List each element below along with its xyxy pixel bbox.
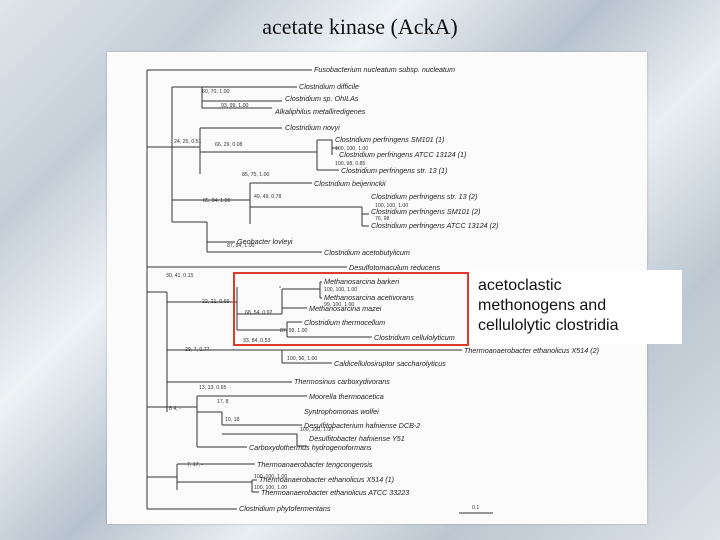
slide-title: acetate kinase (AckA) — [262, 14, 458, 39]
support-value: 22, 21, 0.66 — [202, 299, 230, 305]
taxon-label: Methanosarcina mazei — [309, 304, 382, 313]
support-value: 17, 8 — [217, 399, 229, 405]
taxon-label: Clostridium perfringens SM101 (2) — [371, 207, 480, 216]
taxon-label: Thermoanaerobacter tengcongensis — [257, 460, 373, 469]
support-value: 13, 13, 0.65 — [199, 385, 227, 391]
support-value: 100, 100, 1.00 — [324, 287, 357, 293]
support-value: * — [279, 286, 281, 292]
taxon-label: Thermoanaerobacter ethanolicus ATCC 3322… — [261, 488, 409, 497]
support-value: 100, 100, 1.00 — [375, 203, 408, 209]
tree-branches — [146, 69, 493, 514]
support-value: 85, 75, 1.00 — [242, 172, 270, 178]
support-value: 99, 100, 1.00 — [324, 302, 354, 308]
support-value: 7, 17, - — [187, 462, 203, 468]
support-value: 8 4, - — [169, 406, 181, 412]
taxon-label: Syntrophomonas wolfei — [304, 407, 379, 416]
support-value: 100, 100, 1.00 — [254, 485, 287, 491]
taxon-label: Thermoanaerobacter ethanolicus X514 (2) — [464, 346, 599, 355]
taxon-label: Clostridium thermocellum — [304, 318, 385, 327]
support-value: 10, 18 — [225, 417, 240, 423]
callout-line: acetoclastic — [478, 277, 562, 294]
support-value: 87, 99, 1.00 — [280, 328, 308, 334]
support-value: 33, 84, 0.53 — [243, 338, 271, 344]
taxon-label: Clostridium perfringens str. 13 (1) — [341, 166, 447, 175]
support-value: 24, 25, 0.51 — [174, 139, 202, 145]
taxon-label: Clostridium perfringens str. 13 (2) — [371, 192, 477, 201]
support-value: 93, 99, 1.00 — [221, 103, 249, 109]
support-value: 100, 100, 1.00 — [254, 474, 287, 480]
taxon-label: Desulfitobacter hafniense Y51 — [309, 434, 405, 443]
support-value: 68, 54, 0.92 — [245, 310, 273, 316]
taxon-label: Fusobacterium nucleatum subsp. nucleatum — [314, 65, 455, 74]
support-value: 100, 98, 0.85 — [335, 161, 365, 167]
phylogenetic-tree: Fusobacterium nucleatum subsp. nucleatum… — [146, 65, 599, 514]
taxon-label: Thermoanaerobacter ethanolicus X514 (1) — [259, 475, 394, 484]
taxa-labels: Fusobacterium nucleatum subsp. nucleatum… — [237, 65, 599, 513]
taxon-label: Thermosinus carboxydivorans — [294, 377, 390, 386]
taxon-label: Carboxydothermus hydrogenoformans — [249, 443, 372, 452]
support-value: 100, 100, 1.00 — [300, 427, 333, 433]
taxon-label: Desulfotomaculum reducens — [349, 263, 440, 272]
callout-line: cellulolytic clostridia — [478, 317, 619, 334]
taxon-label: Methanosarcina acetivorans — [324, 293, 414, 302]
taxon-label: Alkaliphilus metalliredigenes — [274, 107, 366, 116]
support-value: 76, 98 — [375, 216, 390, 222]
support-values: 60, 70, 1.00 93, 99, 1.00 24, 25, 0.51 6… — [166, 89, 408, 491]
support-value: 30, 41, 0.15 — [166, 273, 194, 279]
support-value: 29, 7, 0.77 — [185, 347, 210, 353]
taxon-label: Clostridium novyi — [285, 123, 340, 132]
support-value: 85, 84, 1.00 — [203, 198, 231, 204]
callout-line: methonogens and — [478, 297, 607, 314]
support-value: 49, 49, 0.78 — [254, 194, 282, 200]
taxon-label: Clostridium sp. OhILAs — [285, 94, 359, 103]
taxon-label: Clostridium phytofermentans — [239, 504, 331, 513]
taxon-label: Moorella thermoacetica — [309, 392, 384, 401]
taxon-label: Clostridium difficile — [299, 82, 359, 91]
taxon-label: Clostridium perfringens SM101 (1) — [335, 135, 444, 144]
taxon-label: Desulfitobacterium hafniense DCB-2 — [304, 421, 420, 430]
support-value: 87, 84, 1.00 — [227, 243, 255, 249]
taxon-label: Clostridium perfringens ATCC 13124 (2) — [371, 221, 498, 230]
highlight-box — [233, 272, 469, 346]
taxon-label: Clostridium acetobutylicum — [324, 248, 410, 257]
support-value: 66, 29, 0.08 — [215, 142, 243, 148]
taxon-label: Caldicellulosiruptor saccharolyticus — [334, 359, 446, 368]
callout-box: acetoclastic methonogens and cellulolyti… — [472, 270, 682, 344]
taxon-label: Clostridium beijerinckii — [314, 179, 386, 188]
support-value: 60, 70, 1.00 — [202, 89, 230, 95]
taxon-label: Geobacter lovleyi — [237, 237, 293, 246]
taxon-label: Clostridium cellulolyticum — [374, 333, 455, 342]
support-value: 100, 100, 1.00 — [335, 146, 368, 152]
taxon-label: Clostridium perfringens ATCC 13124 (1) — [339, 150, 466, 159]
scale-bar-label: 0.1 — [472, 505, 479, 511]
taxon-label: Methanosarcina barkeri — [324, 277, 400, 286]
support-value: 100, 96, 1.00 — [287, 356, 317, 362]
